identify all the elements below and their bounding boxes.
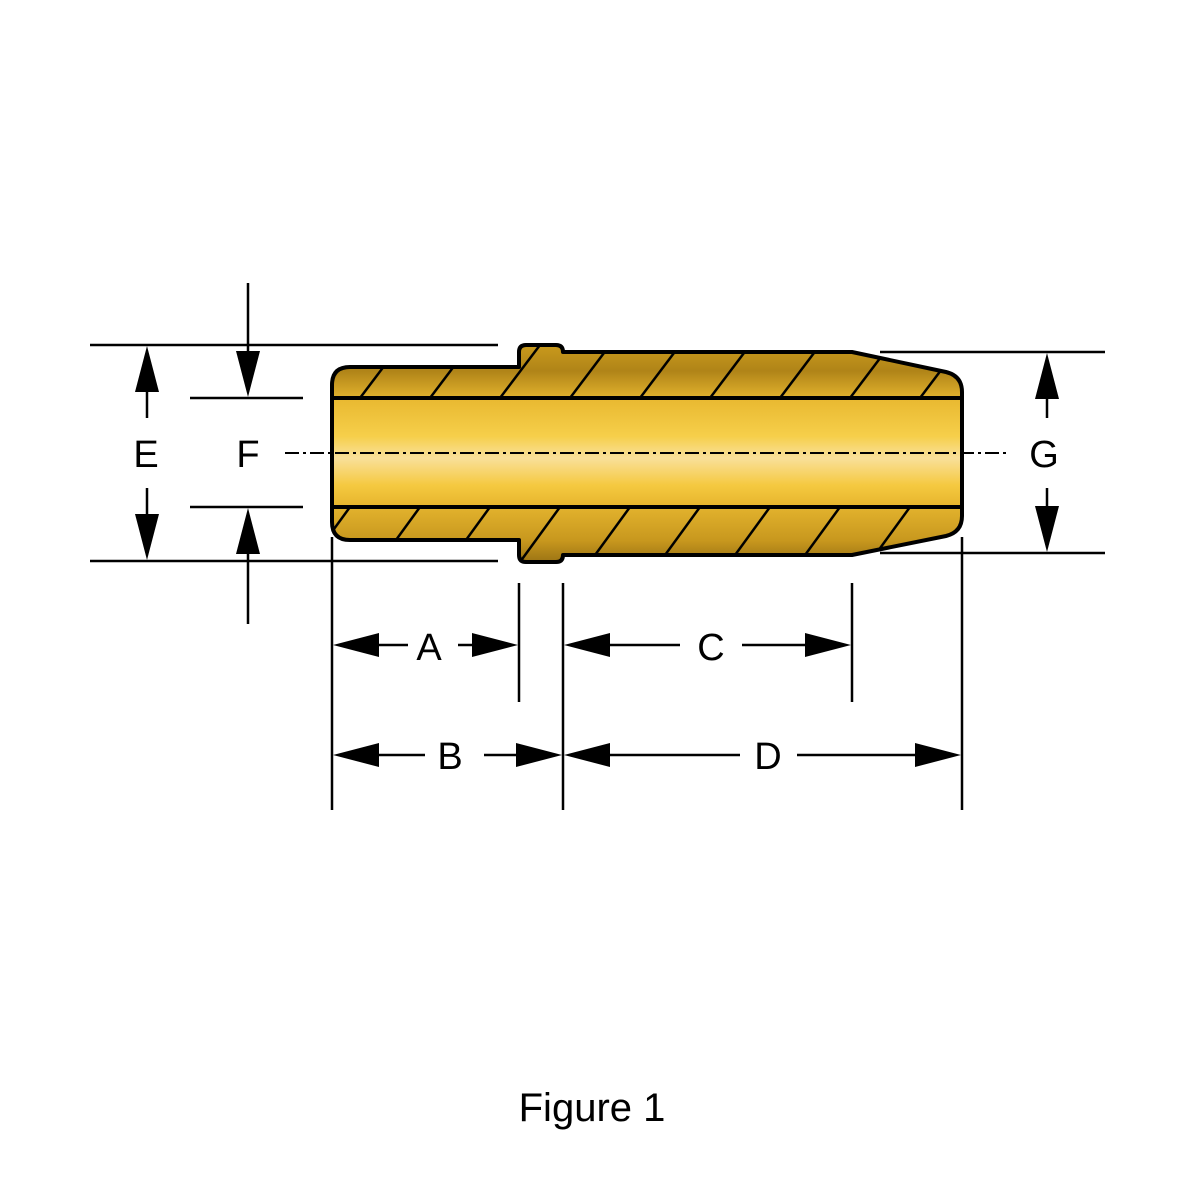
dimension-arrows xyxy=(135,283,1059,767)
arrowhead xyxy=(564,633,610,657)
hatch-line xyxy=(658,506,702,562)
arrowhead xyxy=(1035,506,1059,552)
arrowhead xyxy=(236,351,260,397)
dim-label-f: F xyxy=(236,434,259,476)
arrowhead xyxy=(1035,353,1059,399)
arrowhead xyxy=(236,508,260,554)
arrowhead xyxy=(516,743,562,767)
hatch-line xyxy=(728,506,772,562)
dim-label-d: D xyxy=(754,736,781,778)
dim-label-e: E xyxy=(133,434,158,476)
arrowhead xyxy=(333,633,379,657)
arrowhead xyxy=(135,514,159,560)
hatch-line xyxy=(798,506,842,562)
figure-caption: Figure 1 xyxy=(518,1086,666,1130)
arrowhead xyxy=(333,743,379,767)
hatch-line xyxy=(499,345,541,399)
hatch-line xyxy=(332,506,352,562)
extension-lines xyxy=(90,343,1105,810)
hatch-line xyxy=(518,506,562,562)
arrowhead xyxy=(135,346,159,392)
valve-guide-part xyxy=(285,343,1010,564)
dim-label-c: C xyxy=(697,627,724,669)
arrowhead xyxy=(915,743,961,767)
hatch-line xyxy=(588,506,632,562)
dimension-labels: A C B D E F G xyxy=(133,434,1058,778)
arrowhead xyxy=(805,633,851,657)
dim-label-a: A xyxy=(416,627,442,669)
arrowhead xyxy=(472,633,518,657)
arrowhead xyxy=(564,743,610,767)
dim-label-b: B xyxy=(437,736,462,778)
part-outline xyxy=(330,343,964,564)
dim-label-g: G xyxy=(1029,434,1059,476)
